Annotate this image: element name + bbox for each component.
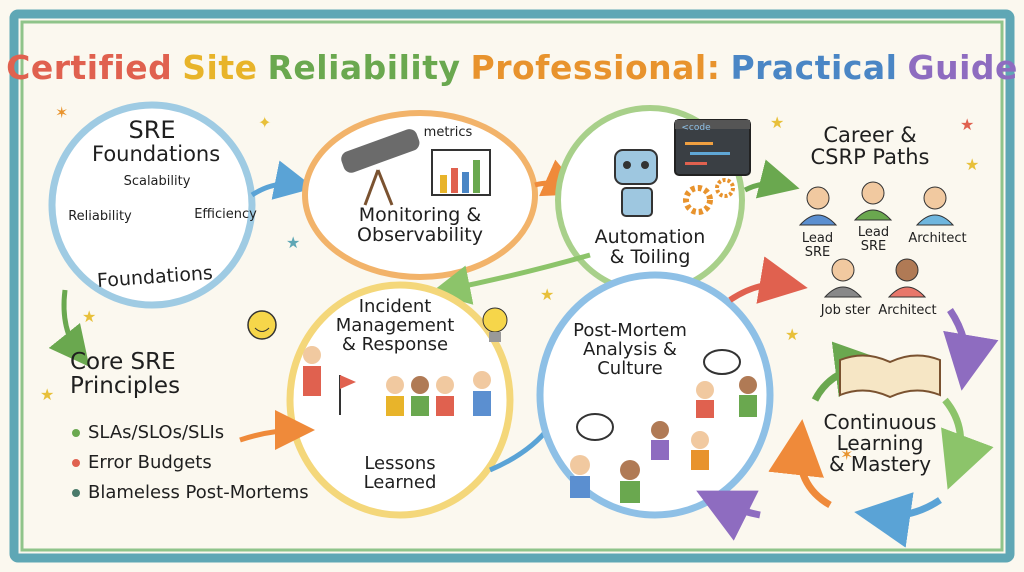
open-book-icon	[839, 354, 941, 399]
title-word: Practical	[730, 48, 898, 87]
postmortem-oval	[536, 271, 774, 519]
bullet-icon	[72, 429, 80, 437]
title-word: Site	[182, 48, 258, 87]
people-discussion-icons	[570, 376, 757, 503]
efficiency-label: Efficiency	[194, 207, 257, 222]
learning-cycle-arrows	[696, 308, 999, 548]
lightbulb-icon	[482, 307, 508, 342]
title-word: Reliability	[267, 48, 461, 87]
bullet-icon	[72, 459, 80, 467]
svg-text:★: ★	[540, 285, 554, 304]
foundations-circle	[48, 101, 256, 309]
career-role: Lead SRE	[801, 231, 834, 260]
career-role: Architect	[878, 303, 937, 318]
svg-text:★: ★	[965, 155, 979, 174]
principle-item: Blameless Post-Mortems	[72, 482, 309, 503]
monitoring-label: Monitoring &Observability	[357, 204, 483, 246]
title-word: Professional:	[470, 48, 721, 87]
smiley-icon	[247, 310, 277, 340]
svg-text:★: ★	[770, 113, 784, 132]
svg-text:★: ★	[82, 307, 96, 326]
metrics-label: metrics	[423, 125, 473, 140]
reliability-label: Reliability	[68, 209, 132, 224]
code-text: <code	[681, 123, 711, 133]
career-role: Job ster	[820, 303, 871, 318]
principle-item: SLAs/SLOs/SLIs	[72, 422, 224, 443]
career-role: Architect	[908, 231, 967, 246]
robot-icon	[614, 149, 658, 217]
svg-text:✦: ✦	[258, 113, 271, 132]
team-icons	[303, 346, 491, 416]
svg-text:★: ★	[785, 325, 799, 344]
principle-item: Error Budgets	[72, 452, 212, 473]
svg-text:✶: ✶	[840, 445, 853, 464]
gear-icon	[683, 178, 735, 215]
automation-label: Automation& Toiling	[594, 226, 706, 268]
svg-text:★: ★	[286, 233, 300, 252]
svg-text:★: ★	[960, 115, 974, 134]
telescope-icon	[341, 129, 420, 206]
career-role: Lead SRE	[857, 225, 890, 254]
career-people-icons	[798, 181, 955, 298]
scalability-label: Scalability	[123, 174, 191, 189]
title-word: Guide	[907, 48, 1018, 87]
bar-chart-icon	[431, 149, 491, 196]
bullet-icon	[72, 489, 80, 497]
code-window-icon	[674, 119, 751, 176]
frame-border	[9, 9, 1015, 563]
svg-text:✶: ✶	[55, 103, 68, 122]
svg-text:★: ★	[40, 385, 54, 404]
title-word: Certified	[6, 48, 173, 87]
star-decorations: ✦ ★ ★ ★ ★ ★ ★ ★ ✶ ★ ✶	[40, 103, 979, 464]
speech-bubble-icons	[576, 349, 741, 441]
career-heading: Career &CSRP Paths	[810, 123, 930, 170]
